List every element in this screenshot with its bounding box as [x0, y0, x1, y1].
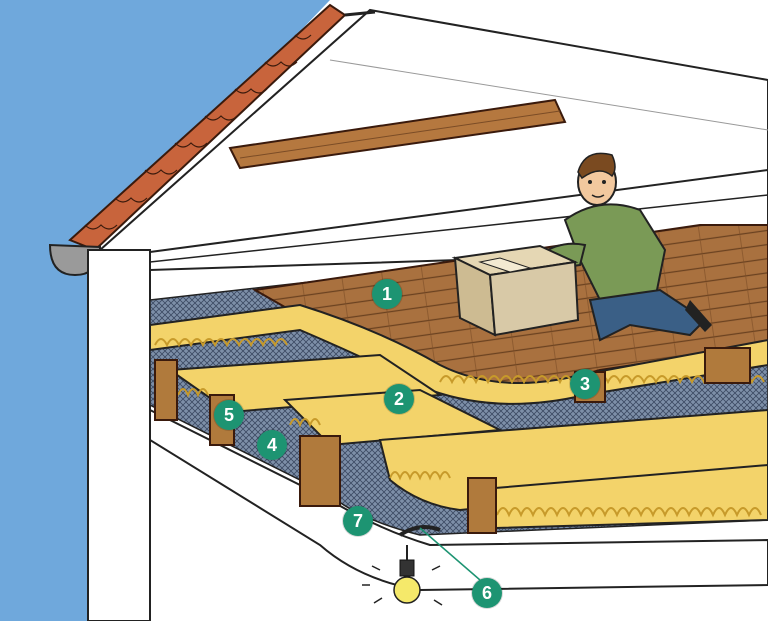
marker-5: 5	[214, 400, 244, 430]
marker-2: 2	[384, 384, 414, 414]
marker-label: 5	[224, 405, 234, 426]
marker-label: 4	[267, 435, 277, 456]
marker-label: 3	[580, 374, 590, 395]
marker-label: 2	[394, 389, 404, 410]
marker-4: 4	[257, 430, 287, 460]
marker-3: 3	[570, 369, 600, 399]
marker-1: 1	[372, 279, 402, 309]
marker-label: 1	[382, 284, 392, 305]
marker-label: 6	[482, 583, 492, 604]
marker-label: 7	[353, 511, 363, 532]
marker-6: 6	[472, 578, 502, 608]
marker-7: 7	[343, 506, 373, 536]
exterior-wall	[88, 250, 150, 621]
cardboard-box	[455, 246, 578, 335]
